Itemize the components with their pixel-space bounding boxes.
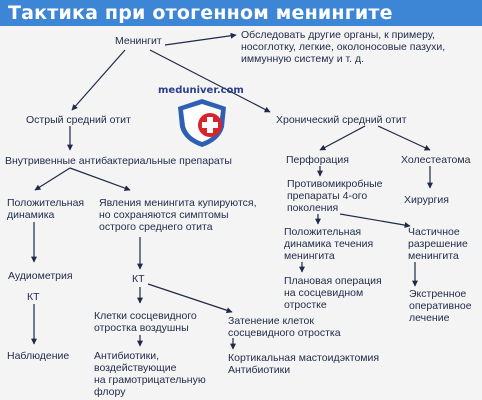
line-iv-persist — [69, 167, 131, 191]
line-meningit-chronic — [149, 49, 271, 113]
node-cells-shadow: Затенение клеток сосцевидного отростка — [228, 315, 341, 339]
node-positive: Положительная динамика — [7, 197, 85, 221]
watermark: meduniver.com — [158, 85, 244, 96]
page-title: Тактика при отогенном менингите — [8, 2, 393, 24]
node-kt2: КТ — [132, 273, 145, 285]
node-meningit: Менингит — [115, 35, 162, 47]
line-iv-positive — [34, 167, 71, 191]
node-surgery: Хирургия — [404, 194, 449, 206]
line-chronic-perf — [319, 125, 366, 151]
node-antibiotics: Антибиотики, воздействующие на грамотриц… — [94, 350, 206, 398]
node-observe: Наблюдение — [7, 350, 70, 362]
node-pos-men: Положительная динамика течения менингита — [284, 226, 374, 262]
title-bar: Тактика при отогенном менингите — [0, 0, 482, 26]
node-examine: Обследовать другие органы, к примеру, но… — [241, 29, 446, 65]
line-chronic-chol — [377, 125, 431, 151]
node-mastoid: Кортикальная мастоидэктомия Антибиотики — [228, 352, 380, 376]
node-kt1: КТ — [27, 291, 40, 303]
node-cells-air: Клетки сосцевидного отростка воздушны — [94, 310, 197, 334]
node-partial: Частичное разрешение менингита — [408, 226, 468, 262]
node-persist: Явления менингита купируются, но сохраня… — [99, 197, 257, 233]
node-planned: Плановая операция на сосцевидном отростк… — [284, 275, 382, 311]
arrow-meningit-examine — [164, 32, 237, 46]
node-antimicrobial: Противомикробные препараты 4-ого поколен… — [287, 178, 383, 214]
node-emergency: Экстренное оперативное лечение — [409, 288, 472, 324]
node-audiometry: Аудиометрия — [8, 270, 73, 282]
node-chronic: Хронический средний отит — [276, 114, 407, 126]
node-acute: Острый средний отит — [26, 114, 131, 126]
node-iv: Внутривенные антибактериальные препараты — [5, 155, 232, 167]
line-kt2-shadow — [147, 283, 233, 314]
medical-shield-logo — [178, 99, 226, 147]
line-anti-partial — [339, 213, 411, 229]
line-meningit-acute — [71, 49, 126, 111]
node-cholesteatoma: Холестеатома — [401, 154, 471, 166]
node-perforation: Перфорация — [286, 154, 349, 166]
